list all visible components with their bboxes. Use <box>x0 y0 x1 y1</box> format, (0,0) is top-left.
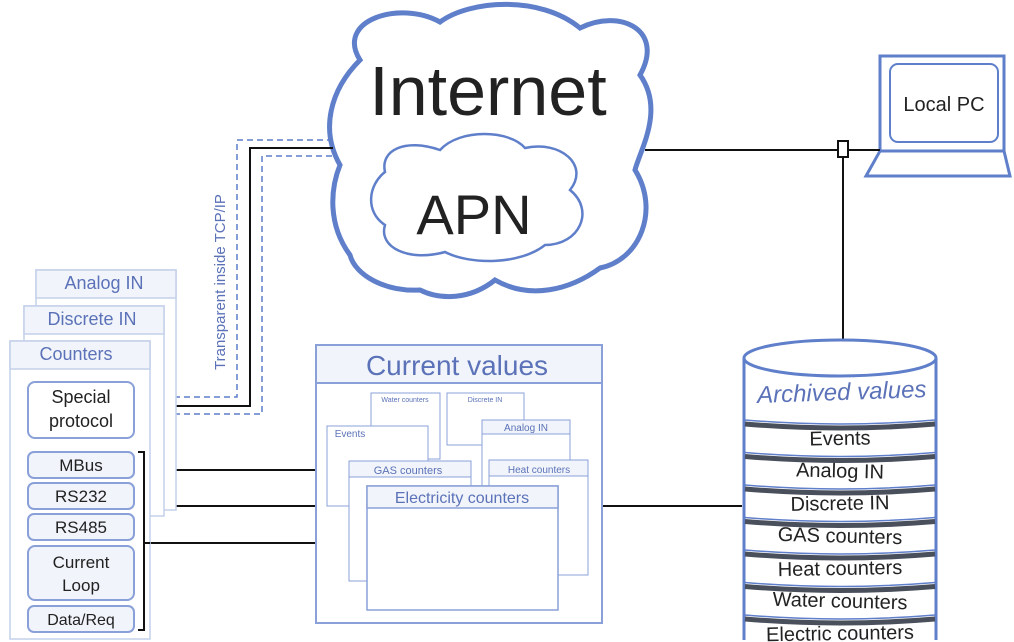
archive-item-label: Discrete IN <box>790 492 889 516</box>
network-junction <box>837 140 849 158</box>
special-protocol-line1: Special <box>51 387 110 407</box>
laptop-base <box>863 149 1012 178</box>
link-label: Transparent inside TCP/IP <box>212 194 229 370</box>
archive-separator-edge <box>744 516 936 523</box>
tab-analog-in-label: Analog IN <box>64 273 143 293</box>
rs232-label: RS232 <box>55 487 107 506</box>
panel-gas-header <box>348 460 472 478</box>
mbus-label: MBus <box>59 456 102 475</box>
archive-separator <box>744 519 936 528</box>
data-req-box <box>27 605 135 633</box>
archive-separator-edge <box>744 419 936 425</box>
current-loop-line2: Loop <box>62 576 100 595</box>
archive-separator <box>744 584 936 593</box>
mbus-box <box>27 451 135 479</box>
panel-water-label: Water counters <box>381 397 429 404</box>
archive-separator-edge <box>744 451 936 458</box>
data-req-label: Data/Req <box>47 612 115 629</box>
archive-item-label: Analog IN <box>796 459 884 483</box>
internet-title: Internet <box>369 52 606 130</box>
archive-separator <box>744 454 936 463</box>
apn-cloud-shape <box>369 132 584 263</box>
archive-separator <box>744 421 936 431</box>
special-protocol-line2: protocol <box>49 411 113 431</box>
rs485-label: RS485 <box>55 518 107 537</box>
apn-label: APN <box>416 183 531 246</box>
archive-separator <box>744 616 936 626</box>
archive-separator-edge <box>744 614 936 620</box>
local-pc-label: Local PC <box>903 94 984 116</box>
panel-analog-header <box>481 419 571 435</box>
archive-item-label: Heat counters <box>778 557 903 581</box>
archive-separator <box>744 551 936 561</box>
interface-bracket <box>138 451 150 631</box>
protocol-link-solid <box>134 147 333 407</box>
tab-analog-in-header <box>35 269 177 299</box>
panel-gas-label: GAS counters <box>374 465 443 477</box>
panel-discrete-label: Discrete IN <box>468 397 503 404</box>
archive-title: Archived values <box>755 376 927 409</box>
panel-electricity-label: Electricity counters <box>395 490 529 507</box>
archive-item-label: GAS counters <box>778 524 903 549</box>
current-loop-box <box>27 545 135 601</box>
archive-separator <box>744 486 936 496</box>
protocol-link <box>134 139 333 415</box>
archive-top <box>742 338 938 378</box>
panel-electricity-header <box>366 485 559 509</box>
protocol-link-dashed-inner <box>134 155 333 415</box>
local-pc: Local PC <box>863 54 1012 178</box>
special-protocol-box <box>27 381 135 439</box>
internet-cloud: Internet APN <box>327 1 654 300</box>
current-loop-line1: Current <box>53 553 110 572</box>
current-values-title: Current values <box>366 350 548 381</box>
laptop-screen-inner <box>889 63 999 143</box>
archive-separator-edge <box>744 484 936 490</box>
archive-separator-edge <box>744 549 936 555</box>
tab-counters-header <box>9 340 151 370</box>
archive-item-label: Water counters <box>772 589 907 615</box>
rs232-box <box>27 482 135 510</box>
device-stack: Analog IN Discrete IN Counters Special p… <box>9 269 177 640</box>
protocol-link-dashed-outer <box>134 139 333 398</box>
current-values-header <box>315 344 603 384</box>
archive-separator-edge <box>744 581 936 588</box>
panel-events-label: Events <box>335 429 366 440</box>
panel-heat-header <box>488 459 589 477</box>
archive-item-label: Electric counters <box>766 622 914 642</box>
tab-counters-label: Counters <box>39 344 112 364</box>
tab-discrete-in-label: Discrete IN <box>47 309 136 329</box>
current-values: Current values Water counters Discrete I… <box>315 344 603 624</box>
rs485-box <box>27 513 135 541</box>
panel-heat-label: Heat counters <box>508 465 570 476</box>
archive-item-label: Events <box>809 427 871 450</box>
panel-analog-label: Analog IN <box>504 423 548 434</box>
tab-discrete-in-header <box>23 305 165 335</box>
